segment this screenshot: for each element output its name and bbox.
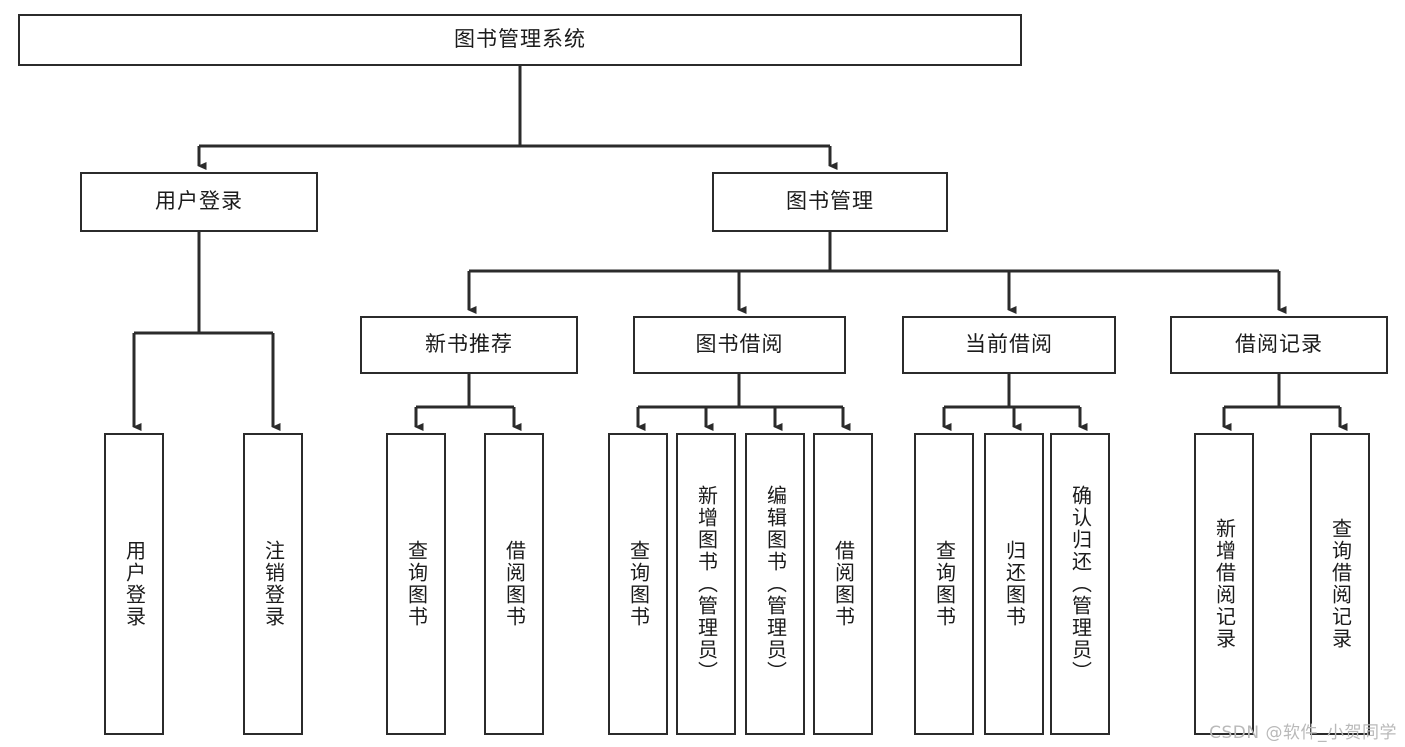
leaf-borrow-book-2[interactable]: 借阅图书 <box>813 433 873 735</box>
leaf-add-book[interactable]: 新增图书（管理员） <box>676 433 736 735</box>
node-borrow-record-label: 借阅记录 <box>1235 332 1323 357</box>
node-user-login[interactable]: 用户登录 <box>80 172 318 232</box>
leaf-add-borrow-record-label: 新增借阅记录 <box>1212 518 1237 650</box>
leaf-borrow-book-2-label: 借阅图书 <box>831 540 856 628</box>
leaf-query-book-2-label: 查询图书 <box>626 540 651 628</box>
node-current-borrow-label: 当前借阅 <box>965 332 1053 357</box>
node-root[interactable]: 图书管理系统 <box>18 14 1022 66</box>
leaf-query-book-3-label: 查询图书 <box>932 540 957 628</box>
leaf-logout[interactable]: 注销登录 <box>243 433 303 735</box>
leaf-query-book-1[interactable]: 查询图书 <box>386 433 446 735</box>
node-book-manage[interactable]: 图书管理 <box>712 172 948 232</box>
leaf-query-borrow-record[interactable]: 查询借阅记录 <box>1310 433 1370 735</box>
leaf-query-book-1-label: 查询图书 <box>404 540 429 628</box>
leaf-return-book-label: 归还图书 <box>1002 540 1027 628</box>
leaf-query-book-2[interactable]: 查询图书 <box>608 433 668 735</box>
leaf-user-login[interactable]: 用户登录 <box>104 433 164 735</box>
node-book-borrow[interactable]: 图书借阅 <box>633 316 846 374</box>
leaf-edit-book-label: 编辑图书（管理员） <box>763 485 788 683</box>
leaf-query-book-3[interactable]: 查询图书 <box>914 433 974 735</box>
node-book-borrow-label: 图书借阅 <box>695 332 784 357</box>
leaf-borrow-book-1-label: 借阅图书 <box>502 540 527 628</box>
leaf-edit-book[interactable]: 编辑图书（管理员） <box>745 433 805 735</box>
node-user-login-label: 用户登录 <box>155 189 243 214</box>
leaf-query-borrow-record-label: 查询借阅记录 <box>1328 518 1353 650</box>
node-current-borrow[interactable]: 当前借阅 <box>902 316 1116 374</box>
node-book-manage-label: 图书管理 <box>786 189 874 214</box>
node-new-book-recommend-label: 新书推荐 <box>425 332 513 357</box>
leaf-return-book[interactable]: 归还图书 <box>984 433 1044 735</box>
node-new-book-recommend[interactable]: 新书推荐 <box>360 316 578 374</box>
watermark-text: CSDN @软件_小贺同学 <box>1209 723 1397 743</box>
leaf-borrow-book-1[interactable]: 借阅图书 <box>484 433 544 735</box>
leaf-logout-label: 注销登录 <box>261 540 286 628</box>
leaf-add-book-label: 新增图书（管理员） <box>694 485 719 683</box>
leaf-confirm-return[interactable]: 确认归还（管理员） <box>1050 433 1110 735</box>
leaf-add-borrow-record[interactable]: 新增借阅记录 <box>1194 433 1254 735</box>
leaf-confirm-return-label: 确认归还（管理员） <box>1068 485 1093 683</box>
leaf-user-login-label: 用户登录 <box>122 540 147 628</box>
node-root-label: 图书管理系统 <box>454 27 586 52</box>
node-borrow-record[interactable]: 借阅记录 <box>1170 316 1388 374</box>
